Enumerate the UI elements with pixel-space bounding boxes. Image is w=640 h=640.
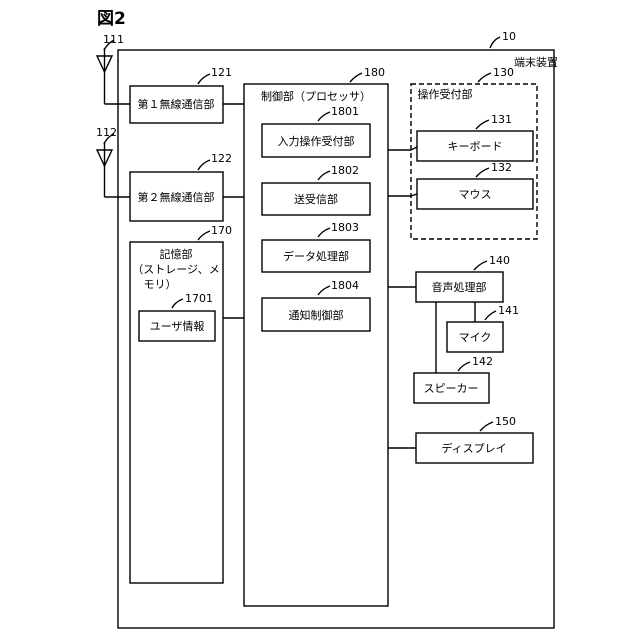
wireless-2-label: 第２無線通信部 <box>138 190 215 204</box>
device-label: 端末装置 <box>514 55 558 69</box>
data-processing-label: データ処理部 <box>283 249 349 263</box>
mouse-label: マウス <box>459 188 492 201</box>
input-accept-label: 入力操作受付部 <box>278 134 355 148</box>
connectors <box>223 104 475 448</box>
figure-title: 図2 <box>97 9 126 29</box>
leader-180 <box>350 73 362 82</box>
leader-1803 <box>318 228 330 237</box>
antenna-111-icon <box>97 48 130 104</box>
transceiver-ref: 1802 <box>331 164 359 177</box>
leader-122 <box>198 160 210 170</box>
wireless-1-ref: 121 <box>211 66 232 79</box>
display-ref: 150 <box>495 415 516 428</box>
notification-control-ref: 1804 <box>331 279 359 292</box>
microphone-ref: 141 <box>498 304 519 317</box>
leader-10 <box>490 37 500 48</box>
keyboard-label: キーボード <box>448 140 503 153</box>
storage-ref: 170 <box>211 224 232 237</box>
transceiver-label: 送受信部 <box>294 192 338 206</box>
operation-accept-ref: 130 <box>493 66 514 79</box>
speaker-ref: 142 <box>472 355 493 368</box>
input-accept-ref: 1801 <box>331 105 359 118</box>
wireless-1-label: 第１無線通信部 <box>138 97 215 111</box>
device-ref: 10 <box>502 30 516 43</box>
storage-label-line-2: （ストレージ、メ <box>132 263 219 276</box>
leader-1804 <box>318 286 330 295</box>
antenna-112-icon <box>97 142 130 197</box>
leader-132 <box>476 168 489 177</box>
leader-1801 <box>318 112 330 121</box>
user-info-ref: 1701 <box>185 292 213 305</box>
antenna-112-ref: 112 <box>96 126 117 139</box>
storage-label-line-1: 記憶部 <box>160 247 193 261</box>
leader-141 <box>485 311 496 320</box>
controller-label: 制御部（プロセッサ） <box>261 89 371 103</box>
leader-1802 <box>318 171 330 180</box>
leader-150 <box>480 422 493 431</box>
display-label: ディスプレイ <box>441 441 506 455</box>
wireless-2-ref: 122 <box>211 152 232 165</box>
operation-accept-label: 操作受付部 <box>418 87 473 101</box>
speaker-label: スピーカー <box>424 382 479 395</box>
leader-121 <box>198 74 210 84</box>
leader-142 <box>458 362 470 371</box>
antenna-111-ref: 111 <box>103 33 124 46</box>
storage-label-line-3: モリ） <box>144 278 177 291</box>
audio-label: 音声処理部 <box>432 280 487 294</box>
controller-ref: 180 <box>364 66 385 79</box>
data-processing-ref: 1803 <box>331 221 359 234</box>
keyboard-ref: 131 <box>491 113 512 126</box>
notification-control-label: 通知制御部 <box>289 308 344 322</box>
leader-130 <box>478 73 491 82</box>
controller-block <box>244 84 388 606</box>
user-info-label: ユーザ情報 <box>150 320 205 333</box>
leader-140 <box>474 261 487 270</box>
leader-131 <box>476 120 489 129</box>
audio-ref: 140 <box>489 254 510 267</box>
leader-170 <box>198 231 210 240</box>
microphone-label: マイク <box>459 331 492 344</box>
mouse-ref: 132 <box>491 161 512 174</box>
leader-1701 <box>172 299 183 308</box>
